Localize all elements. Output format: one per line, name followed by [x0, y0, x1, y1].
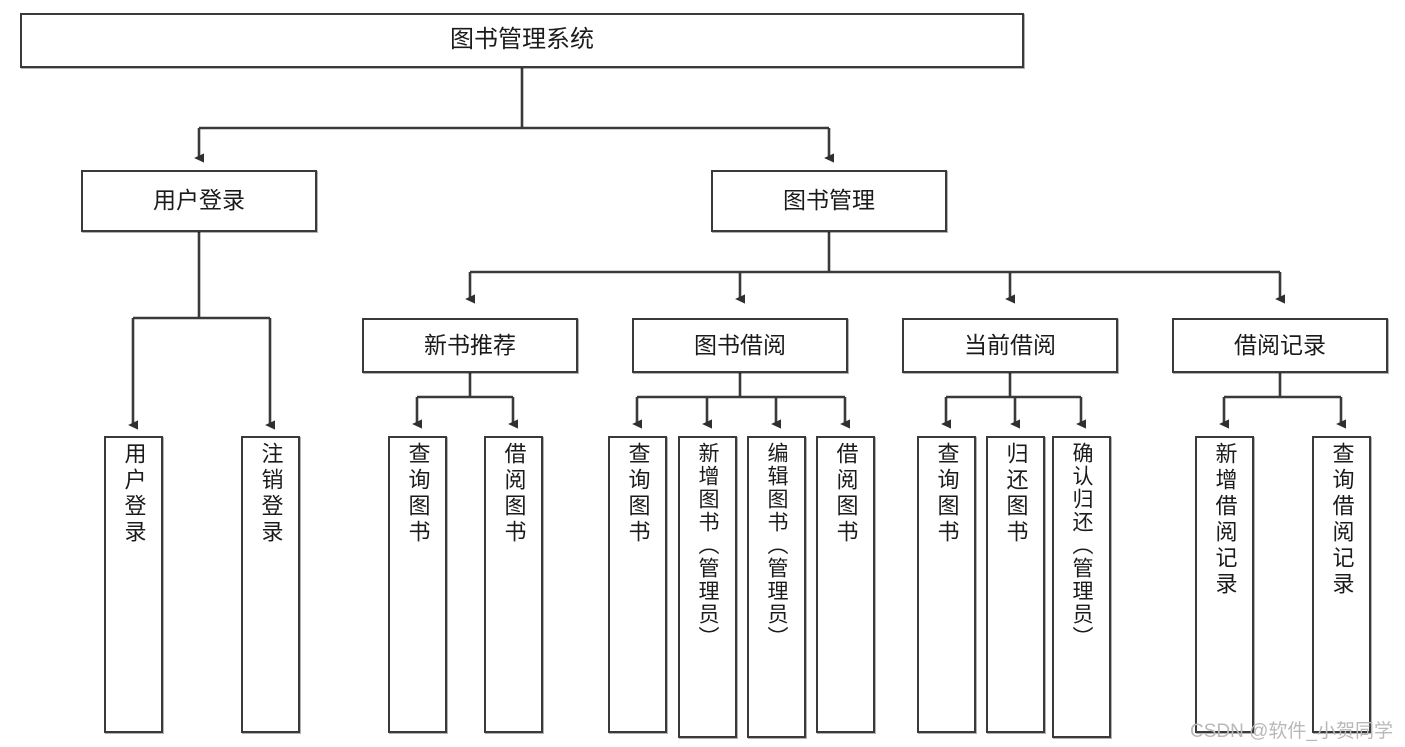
node-root-system[interactable]: 图书管理系统 — [20, 13, 1024, 68]
node-user-login[interactable]: 用户登录 — [81, 170, 317, 232]
node-borrow-record[interactable]: 借阅记录 — [1172, 318, 1388, 373]
node-label: 用户登录 — [121, 442, 147, 546]
csdn-watermark: CSDN @软件_小贺同学 — [1190, 721, 1393, 742]
node-label: 用户登录 — [153, 187, 245, 214]
node-label: 借阅记录 — [1234, 331, 1326, 358]
leaf-book-borrow-add[interactable]: 新增图书（管理员） — [678, 436, 737, 738]
node-label: 确认归还（管理员） — [1070, 442, 1093, 649]
leaf-book-borrow-edit[interactable]: 编辑图书（管理员） — [747, 436, 806, 738]
node-new-book-recommend[interactable]: 新书推荐 — [362, 318, 578, 373]
leaf-borrow-record-add[interactable]: 新增借阅记录 — [1195, 436, 1254, 733]
leaf-user-login-login[interactable]: 用户登录 — [104, 436, 163, 733]
node-label: 查询图书 — [625, 442, 651, 546]
node-label: 新增借阅记录 — [1212, 442, 1238, 598]
leaf-new-book-borrow[interactable]: 借阅图书 — [484, 436, 543, 733]
leaf-current-borrow-query[interactable]: 查询图书 — [917, 436, 976, 733]
leaf-borrow-record-query[interactable]: 查询借阅记录 — [1312, 436, 1371, 733]
node-label: 图书管理系统 — [450, 26, 594, 54]
node-label: 新增图书（管理员） — [696, 442, 719, 649]
node-label: 借阅图书 — [833, 442, 859, 546]
leaf-book-borrow-borrow[interactable]: 借阅图书 — [816, 436, 875, 733]
node-label: 注销登录 — [258, 442, 284, 546]
node-label: 借阅图书 — [501, 442, 527, 546]
node-label: 编辑图书（管理员） — [765, 442, 788, 649]
node-label: 图书借阅 — [694, 331, 786, 358]
node-current-borrow[interactable]: 当前借阅 — [902, 318, 1118, 373]
node-label: 图书管理 — [783, 187, 875, 214]
node-label: 查询借阅记录 — [1329, 442, 1355, 598]
leaf-book-borrow-query[interactable]: 查询图书 — [608, 436, 667, 733]
node-label: 查询图书 — [934, 442, 960, 546]
node-book-borrow[interactable]: 图书借阅 — [632, 318, 848, 373]
node-label: 归还图书 — [1003, 442, 1029, 546]
node-label: 查询图书 — [405, 442, 431, 546]
leaf-user-login-logout[interactable]: 注销登录 — [241, 436, 300, 733]
node-label: 新书推荐 — [424, 331, 516, 358]
leaf-current-borrow-return[interactable]: 归还图书 — [986, 436, 1045, 733]
leaf-current-borrow-confirm[interactable]: 确认归还（管理员） — [1052, 436, 1111, 738]
node-book-management[interactable]: 图书管理 — [711, 170, 947, 232]
node-label: 当前借阅 — [964, 331, 1056, 358]
leaf-new-book-query[interactable]: 查询图书 — [388, 436, 447, 733]
